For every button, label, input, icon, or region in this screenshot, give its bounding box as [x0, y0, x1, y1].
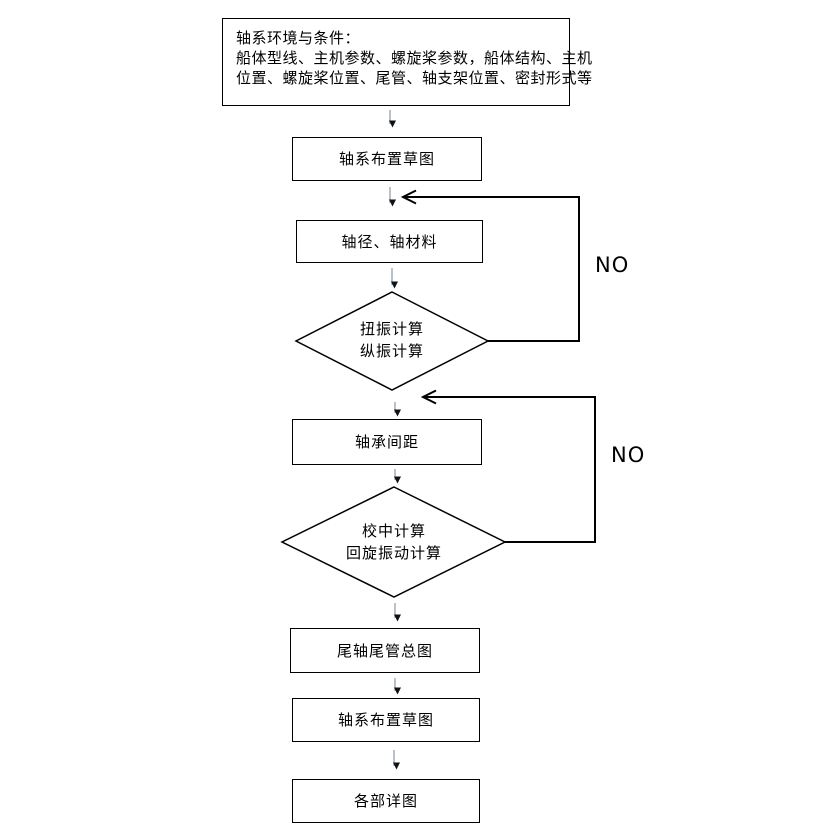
- feedback-loop-2-arrowhead: [420, 389, 437, 405]
- decision-alignment-text: 校中计算 回旋振动计算: [304, 520, 484, 564]
- process-box-bearing-spacing: 轴承间距: [292, 419, 482, 465]
- feedback-loop-1: [404, 196, 580, 342]
- decision-diamond-alignment: [280, 486, 507, 598]
- decision-vibration-line-1: 扭振计算: [359, 320, 424, 338]
- process-box-layout-sketch-1: 轴系布置草图: [292, 137, 482, 181]
- condition-box: 轴系环境与条件： 船体型线、主机参数、螺旋桨参数，船体结构、主机 位置、螺旋桨位…: [222, 18, 593, 106]
- process-box-detail-drawings: 各部详图: [292, 779, 480, 823]
- decision-vibration-line-2: 纵振计算: [359, 342, 424, 360]
- process-box-stern-tube-drawing: 尾轴尾管总图: [290, 628, 480, 673]
- no-label-2: NO: [611, 443, 646, 467]
- process-box-layout-sketch-2: 轴系布置草图: [292, 698, 480, 742]
- decision-alignment-line-2: 回旋振动计算: [345, 544, 442, 562]
- decision-diamond-vibration: [294, 291, 490, 391]
- condition-line-2: 船体型线、主机参数、螺旋桨参数，船体结构、主机: [236, 49, 593, 67]
- feedback-loop-2: [424, 396, 596, 543]
- decision-alignment-line-1: 校中计算: [361, 522, 426, 540]
- no-label-1: NO: [595, 253, 630, 277]
- decision-vibration-text: 扭振计算 纵振计算: [312, 318, 472, 362]
- condition-line-1: 轴系环境与条件：: [236, 29, 361, 47]
- condition-line-3: 位置、螺旋桨位置、尾管、轴支架位置、密封形式等: [236, 69, 593, 87]
- process-box-shaft-diameter-material: 轴径、轴材料: [296, 220, 483, 263]
- feedback-loop-1-arrowhead: [400, 189, 417, 205]
